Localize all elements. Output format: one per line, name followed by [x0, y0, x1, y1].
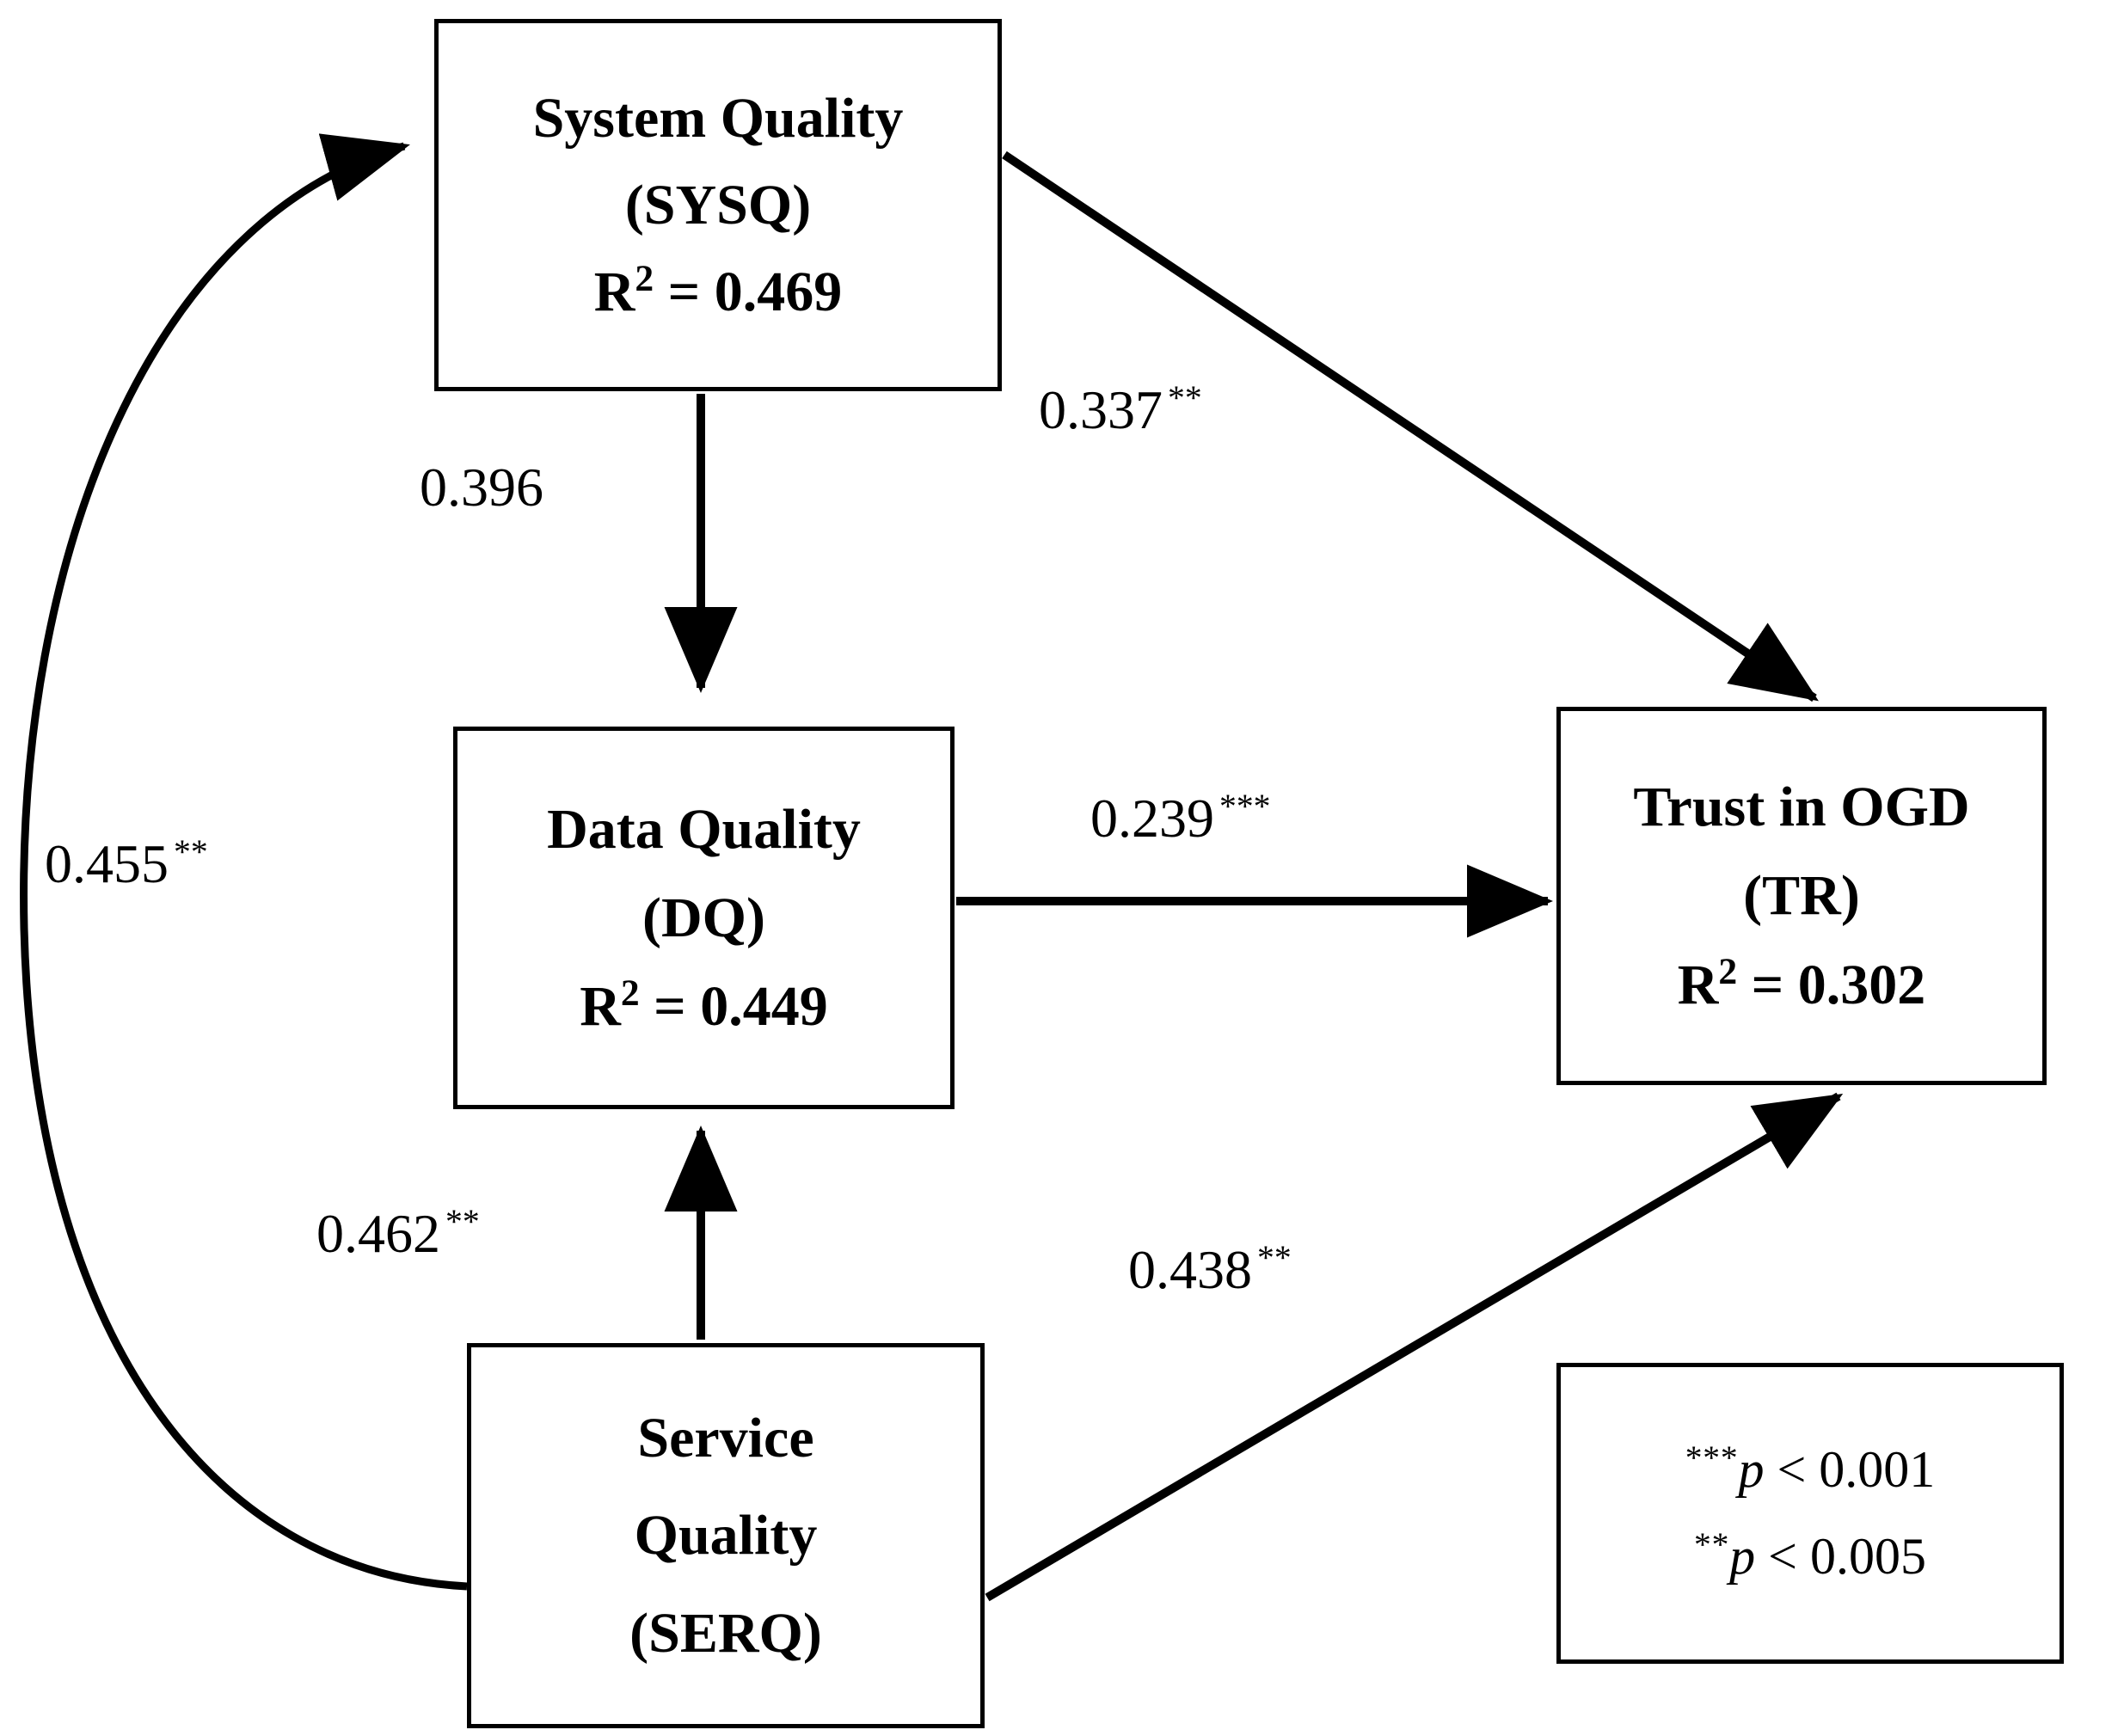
legend-row-p001: ***p < 0.001 — [1685, 1440, 1936, 1500]
coefficient-value: 0.396 — [420, 457, 543, 518]
node-title: System Quality — [532, 86, 904, 150]
coefficient-value: 0.239 — [1090, 788, 1214, 849]
significance-stars: ** — [174, 832, 208, 871]
edge-label-serq-to-tr: 0.438** — [1128, 1238, 1292, 1302]
node-data-quality[interactable]: Data Quality (DQ) R2 = 0.449 — [453, 727, 955, 1109]
legend-threshold: < 0.005 — [1755, 1528, 1926, 1585]
node-abbrev: (SYSQ) — [624, 173, 812, 236]
edge-serq-to-tr — [985, 1092, 1844, 1602]
r2-exponent: 2 — [635, 258, 654, 300]
node-abbrev: (SERQ) — [629, 1601, 822, 1665]
node-title-line1: Service — [637, 1407, 814, 1470]
r2-symbol: R — [580, 975, 621, 1039]
legend-p-symbol: p — [1729, 1528, 1756, 1585]
node-service-quality[interactable]: Service Quality (SERQ) — [467, 1343, 985, 1728]
node-title: Trust in OGD — [1633, 776, 1970, 839]
node-system-quality[interactable]: System Quality (SYSQ) R2 = 0.469 — [434, 19, 1002, 391]
coefficient-value: 0.462 — [316, 1203, 440, 1264]
edge-label-sysq-to-tr: 0.337** — [1039, 378, 1202, 442]
r2-symbol: R — [593, 261, 635, 324]
node-title-line2: Quality — [634, 1504, 818, 1567]
legend-stars: *** — [1685, 1438, 1739, 1476]
r2-value: = 0.449 — [639, 975, 828, 1039]
legend-p-symbol: p — [1738, 1441, 1765, 1498]
r2-value: = 0.302 — [1737, 953, 1926, 1016]
node-title: Data Quality — [547, 797, 861, 861]
r2-exponent: 2 — [1718, 950, 1738, 992]
coefficient-value: 0.337 — [1039, 379, 1163, 440]
edge-sysq-to-tr — [1002, 150, 1819, 702]
node-abbrev: (TR) — [1743, 864, 1860, 928]
r2-value: = 0.469 — [654, 261, 843, 324]
legend-stars: ** — [1693, 1525, 1730, 1563]
significance-stars: ** — [1168, 378, 1202, 417]
node-abbrev: (DQ) — [642, 886, 765, 949]
r2-symbol: R — [1677, 953, 1719, 1016]
node-r2: R2 = 0.302 — [1677, 953, 1926, 1016]
coefficient-value: 0.438 — [1128, 1239, 1252, 1300]
node-r2: R2 = 0.449 — [580, 974, 828, 1039]
significance-stars: *** — [1219, 787, 1271, 825]
edge-label-serq-to-dq: 0.462** — [316, 1202, 480, 1266]
edge-serq-to-sysq — [20, 133, 468, 1591]
node-r2: R2 = 0.469 — [593, 260, 843, 324]
edge-label-dq-to-tr: 0.239*** — [1090, 787, 1271, 850]
legend-row-p005: **p < 0.005 — [1694, 1527, 1926, 1586]
r2-exponent: 2 — [620, 972, 640, 1015]
significance-stars: ** — [1257, 1238, 1292, 1277]
coefficient-value: 0.455 — [45, 833, 169, 894]
edge-label-serq-to-sysq: 0.455** — [45, 832, 208, 896]
significance-stars: ** — [445, 1202, 480, 1241]
significance-legend-box: ***p < 0.001 **p < 0.005 — [1556, 1363, 2064, 1664]
legend-threshold: < 0.001 — [1764, 1441, 1936, 1498]
node-trust-in-ogd[interactable]: Trust in OGD (TR) R2 = 0.302 — [1556, 707, 2047, 1085]
edge-label-sysq-to-dq: 0.396 — [420, 456, 549, 519]
